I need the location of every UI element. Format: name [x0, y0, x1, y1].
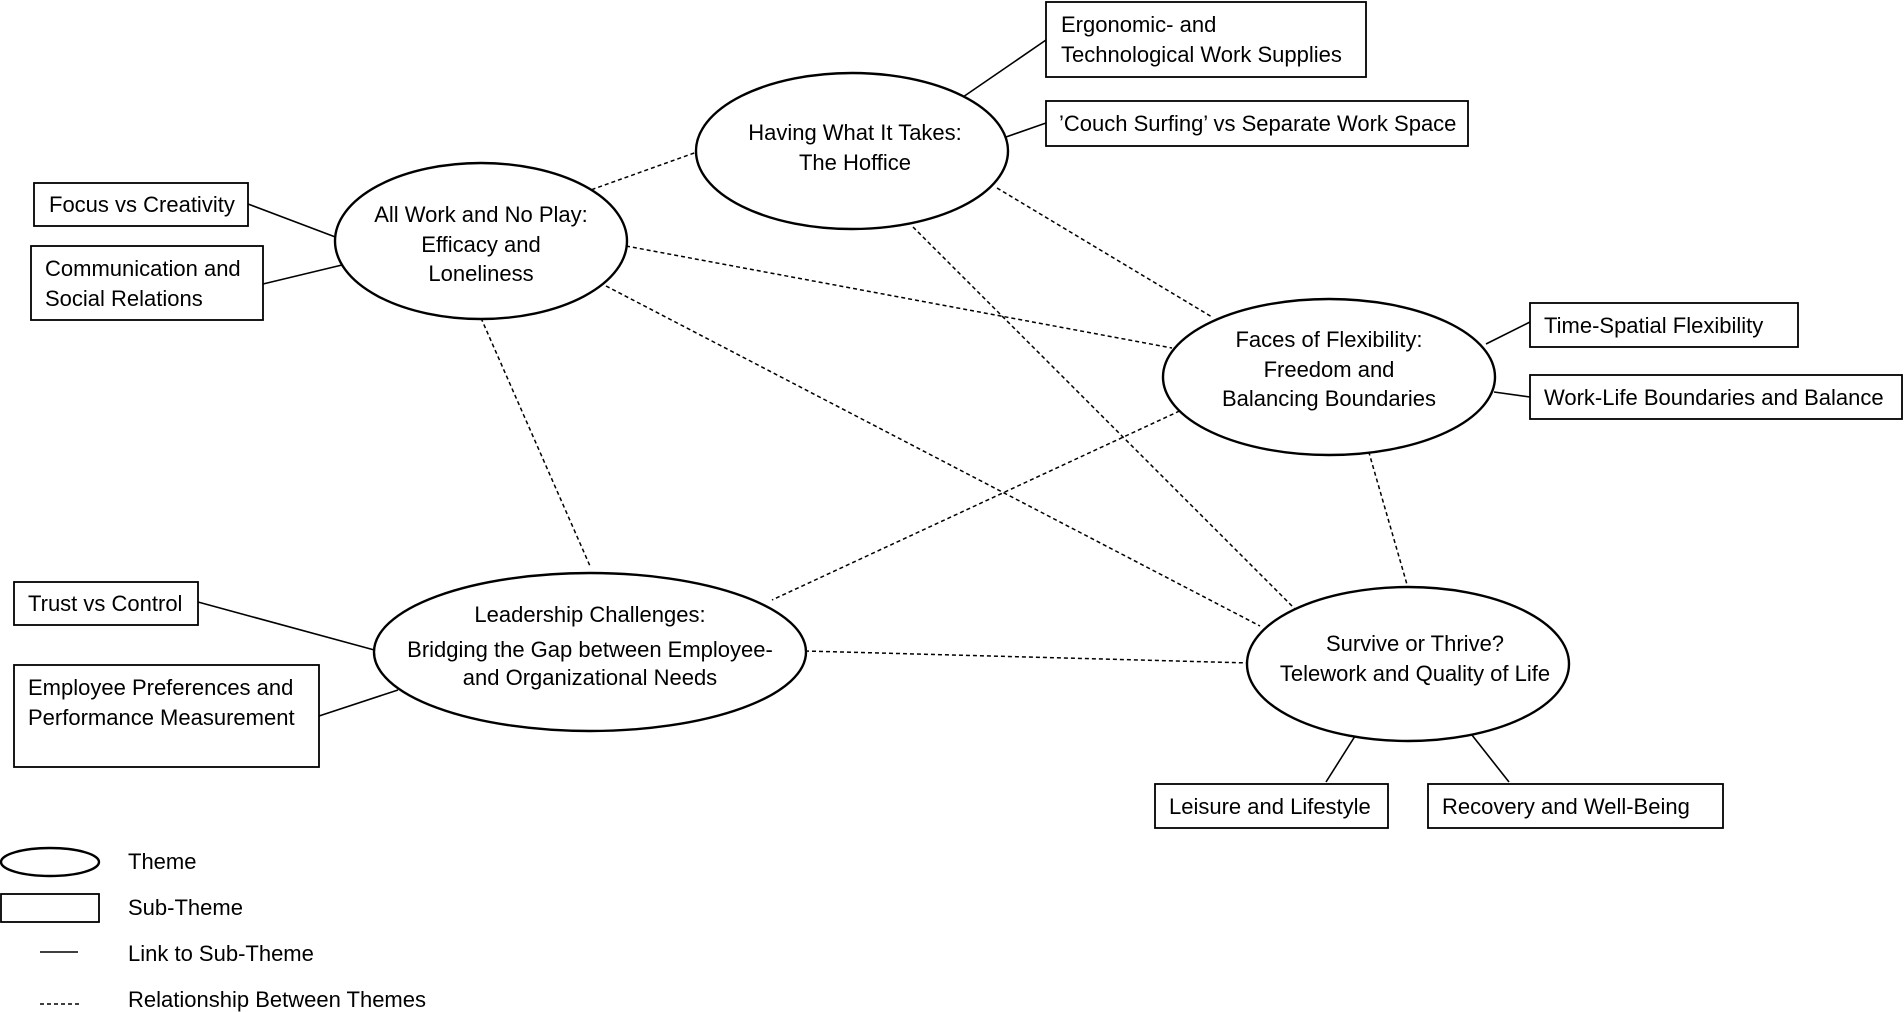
link-hoffice-couch — [1005, 122, 1047, 138]
relationship-work-hoffice — [584, 151, 698, 193]
subtheme-employee-pref-line1: Employee Preferences and — [28, 675, 293, 700]
legend-theme-label: Theme — [128, 849, 196, 874]
link-flexibility-work-life — [1493, 391, 1531, 398]
theme-work-no-play: All Work and No Play: Efficacy and Lonel… — [333, 161, 629, 321]
theme-hoffice: Having What It Takes: The Hoffice — [694, 71, 1010, 231]
theme-flexibility-ellipse — [1161, 297, 1497, 457]
theme-survive-ellipse — [1245, 585, 1571, 743]
subtheme-time-spatial-box — [1529, 302, 1799, 348]
theme-survive-line1: Survive or Thrive? — [1326, 631, 1504, 656]
subtheme-leisure: Leisure and Lifestyle — [1154, 783, 1389, 829]
subtheme-trust: Trust vs Control — [13, 581, 199, 626]
subtheme-trust-box — [13, 581, 199, 626]
subtheme-employee-pref-box — [13, 664, 320, 768]
subtheme-links — [197, 39, 1531, 783]
subtheme-ergonomic-box — [1045, 1, 1367, 78]
link-flexibility-time-spatial — [1485, 321, 1531, 345]
subtheme-focus: Focus vs Creativity — [33, 182, 249, 227]
subtheme-focus-line1: Focus vs Creativity — [49, 192, 235, 217]
theme-leadership-line1: Leadership Challenges: — [474, 602, 705, 627]
theme-survive-line2: Telework and Quality of Life — [1280, 661, 1550, 686]
relationship-work-survive — [605, 285, 1261, 627]
relationship-flexibility-leadership — [771, 407, 1187, 601]
legend-theme-symbol — [0, 846, 101, 878]
subtheme-communication: Communication and Social Relations — [30, 245, 264, 321]
theme-work-no-play-line3: Loneliness — [428, 261, 533, 286]
subtheme-ergonomic: Ergonomic- and Technological Work Suppli… — [1045, 1, 1367, 78]
theme-leadership: Leadership Challenges: Bridging the Gap … — [372, 571, 808, 733]
theme-work-no-play-ellipse — [333, 161, 629, 321]
subtheme-work-life: Work-Life Boundaries and Balance — [1529, 374, 1903, 420]
theme-leadership-ellipse — [372, 571, 808, 733]
legend-subtheme-symbol — [0, 893, 100, 923]
theme-flexibility-line1: Faces of Flexibility: — [1235, 327, 1422, 352]
subtheme-communication-line2: Social Relations — [45, 286, 203, 311]
theme-leadership-line2: Bridging the Gap between Employee- — [407, 637, 773, 662]
subtheme-leisure-line1: Leisure and Lifestyle — [1169, 794, 1371, 819]
theme-survive: Survive or Thrive? Telework and Quality … — [1245, 585, 1571, 743]
theme-leadership-line3: and Organizational Needs — [463, 665, 717, 690]
theme-work-no-play-line2: Efficacy and — [421, 232, 540, 257]
theme-work-no-play-line1: All Work and No Play: — [374, 202, 588, 227]
subtheme-couch-line1: ’Couch Surfing’ vs Separate Work Space — [1059, 111, 1456, 136]
subtheme-couch-box — [1045, 100, 1469, 147]
theme-hoffice-line1: Having What It Takes: — [748, 120, 962, 145]
subtheme-recovery-box — [1427, 783, 1724, 829]
theme-hoffice-line2: The Hoffice — [799, 150, 911, 175]
subtheme-employee-pref-line2: Performance Measurement — [28, 705, 295, 730]
relationship-work-leadership — [480, 317, 591, 567]
theme-flexibility: Faces of Flexibility: Freedom and Balanc… — [1161, 297, 1497, 457]
subtheme-communication-line1: Communication and — [45, 256, 241, 281]
relationship-hoffice-survive — [912, 226, 1297, 611]
link-leadership-trust — [197, 601, 379, 652]
subtheme-time-spatial: Time-Spatial Flexibility — [1529, 302, 1799, 348]
subtheme-leisure-box — [1154, 783, 1389, 829]
legend-link-label: Link to Sub-Theme — [128, 941, 314, 966]
subtheme-communication-box — [30, 245, 264, 321]
link-survive-recovery — [1467, 729, 1510, 783]
legend-relationship-label: Relationship Between Themes — [128, 987, 426, 1012]
subtheme-work-life-line1: Work-Life Boundaries and Balance — [1544, 385, 1884, 410]
subtheme-time-spatial-line1: Time-Spatial Flexibility — [1544, 313, 1763, 338]
relationship-leadership-survive — [804, 650, 1251, 664]
subtheme-ergonomic-line1: Ergonomic- and — [1061, 12, 1216, 37]
link-work-communication — [262, 264, 343, 285]
link-leadership-employee-pref — [318, 689, 399, 717]
subtheme-trust-line1: Trust vs Control — [28, 591, 182, 616]
subtheme-work-life-box — [1529, 374, 1903, 420]
relationship-work-flexibility — [625, 245, 1173, 349]
subtheme-recovery: Recovery and Well-Being — [1427, 783, 1724, 829]
subtheme-employee-pref: Employee Preferences and Performance Mea… — [13, 664, 320, 768]
subtheme-focus-box — [33, 182, 249, 227]
theme-flexibility-line3: Balancing Boundaries — [1222, 386, 1436, 411]
subtheme-couch: ’Couch Surfing’ vs Separate Work Space — [1045, 100, 1469, 147]
relationship-hoffice-flexibility — [996, 187, 1213, 318]
link-survive-leisure — [1325, 732, 1358, 783]
subtheme-recovery-line1: Recovery and Well-Being — [1442, 794, 1690, 819]
legend: Theme Sub-Theme Link to Sub-Theme Relati… — [0, 846, 426, 1012]
link-hoffice-ergonomic — [962, 39, 1047, 98]
theme-flexibility-line2: Freedom and — [1264, 357, 1395, 382]
legend-subtheme-label: Sub-Theme — [128, 895, 243, 920]
link-work-focus — [247, 203, 339, 239]
theme-hoffice-ellipse — [694, 71, 1010, 231]
subtheme-ergonomic-line2: Technological Work Supplies — [1061, 42, 1342, 67]
